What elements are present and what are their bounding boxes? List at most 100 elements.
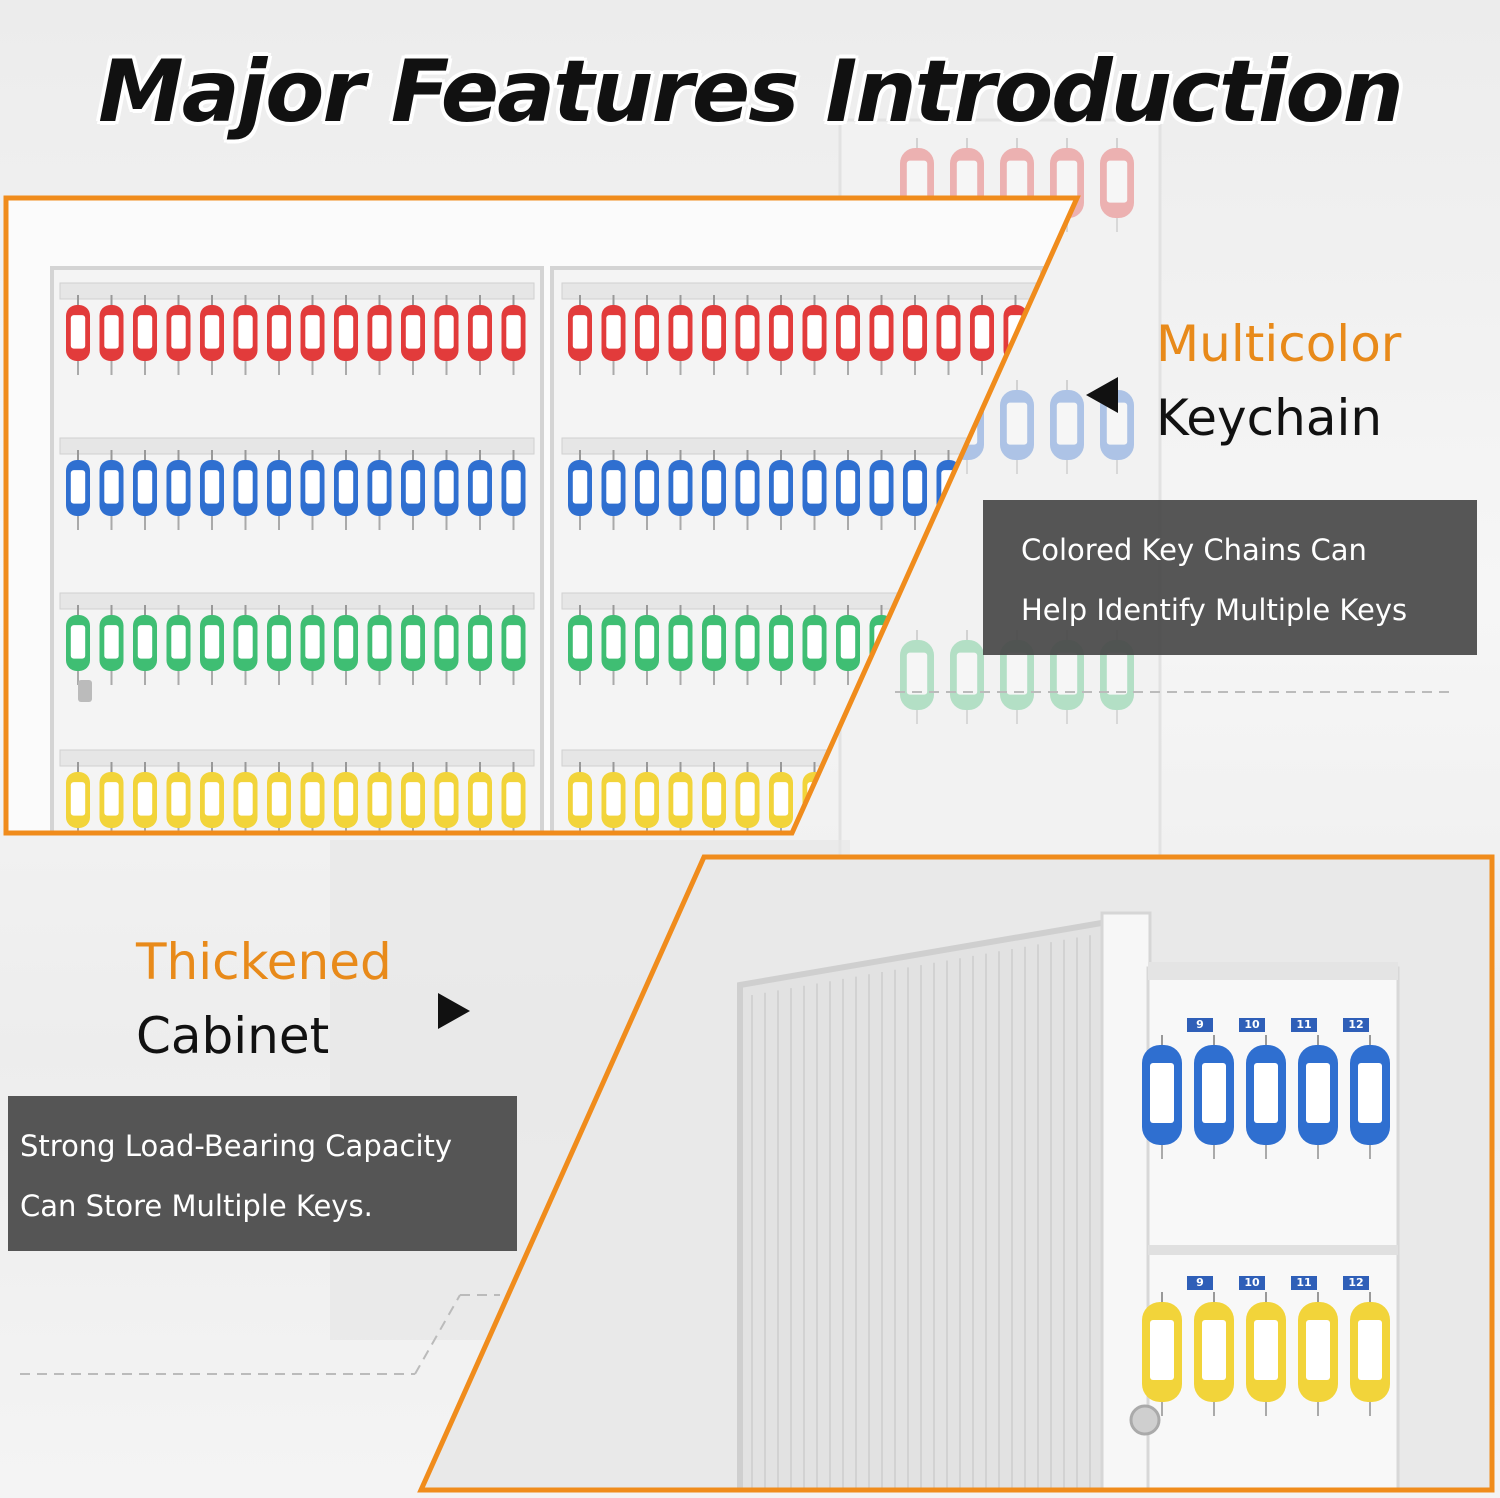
red-keychain-tag: [334, 295, 358, 375]
green-keychain-tag: [769, 605, 793, 685]
red-keychain-tag: [970, 295, 994, 375]
faded-keychain-tag: [1000, 380, 1034, 474]
hook-number-label: 10: [1239, 1018, 1265, 1032]
green-keychain-tag: [936, 605, 961, 685]
yellow-keychain-tag: [568, 762, 592, 833]
blue-keychain-tag: [166, 450, 191, 530]
blue-keychain-tag: [66, 450, 90, 530]
feature-heading-multicolor: Multicolor Keychain: [1156, 307, 1401, 455]
red-keychain-tag: [635, 295, 659, 375]
arrow-left-icon: [1086, 377, 1118, 413]
green-keychain-tag: [601, 605, 626, 685]
red-keychain-tag: [769, 295, 793, 375]
green-keychain-tag: [401, 605, 425, 685]
green-keychain-tag: [267, 605, 291, 685]
blue-keychain-tag: [367, 450, 392, 530]
yellow-keychain-tag: [836, 762, 860, 833]
yellow-keychain-tag: [1003, 762, 1028, 833]
red-keychain-tag: [434, 295, 459, 375]
green-keychain-tag: [200, 605, 224, 685]
yellow-keychain-tag: [200, 762, 224, 833]
red-keychain-tag: [267, 295, 291, 375]
red-keychain-tag: [300, 295, 325, 375]
feature-heading-plain: Keychain: [1156, 389, 1383, 447]
yellow-keychain-tag: [668, 762, 693, 833]
red-keychain-tag: [367, 295, 392, 375]
red-keychain-tag: [200, 295, 224, 375]
blue-keychain-tag: [267, 450, 291, 530]
hook-number-label: 9: [1187, 1018, 1213, 1032]
red-keychain-tag: [568, 295, 592, 375]
yellow-keychain-tag: [936, 762, 961, 833]
green-keychain-tag: [702, 605, 726, 685]
blue-keychain-tag: [99, 450, 124, 530]
red-keychain-tag: [401, 295, 425, 375]
feature-heading-accent: Thickened: [136, 933, 392, 991]
hook-number-label: 10: [1239, 1276, 1265, 1290]
faded-keychain-tag: [1100, 138, 1134, 232]
red-keychain-tag: [668, 295, 693, 375]
yellow-keychain-tag: [133, 762, 157, 833]
description-line: Help Identify Multiple Keys: [1021, 593, 1408, 627]
blue-keychain-tag: [233, 450, 258, 530]
blue-keychain-tag: [869, 450, 894, 530]
red-keychain-tag: [936, 295, 961, 375]
blue-keychain-tag: [200, 450, 224, 530]
blue-keychain-tag: [702, 450, 726, 530]
faded-keychain-tag: [950, 630, 984, 724]
yellow-keychain-tag: [401, 762, 425, 833]
red-keychain-tag: [233, 295, 258, 375]
description-line: Strong Load-Bearing Capacity: [20, 1129, 453, 1163]
green-keychain-tag: [334, 605, 358, 685]
faded-keychain-tag: [1000, 630, 1034, 724]
yellow-keychain-tag: [970, 762, 994, 833]
yellow-keychain-tag: [635, 762, 659, 833]
red-keychain-tag: [735, 295, 760, 375]
yellow-keychain-tag: [903, 762, 927, 833]
blue-keychain-tag: [836, 450, 860, 530]
blue-keychain-tag: [501, 450, 526, 530]
yellow-keychain-tag: [1246, 1292, 1286, 1416]
green-keychain-tag: [300, 605, 325, 685]
red-keychain-tag: [501, 295, 526, 375]
yellow-keychain-tag: [468, 762, 492, 833]
faded-keychain-tag: [900, 630, 934, 724]
yellow-keychain-tag: [300, 762, 325, 833]
yellow-keychain-tag: [702, 762, 726, 833]
blue-keychain-tag: [601, 450, 626, 530]
green-keychain-tag: [434, 605, 459, 685]
hook-number-label: 9: [1187, 1276, 1213, 1290]
blue-keychain-tag: [735, 450, 760, 530]
hook-number-label: 12: [1343, 1276, 1369, 1290]
yellow-keychain-tag: [166, 762, 191, 833]
red-keychain-tag: [166, 295, 191, 375]
hook-number-label: 11: [1291, 1018, 1317, 1032]
yellow-keychain-tag: [735, 762, 760, 833]
yellow-keychain-tag: [267, 762, 291, 833]
blue-keychain-tag: [1350, 1035, 1390, 1159]
green-keychain-tag: [668, 605, 693, 685]
yellow-keychain-tag: [769, 762, 793, 833]
arrow-right-icon: [438, 993, 470, 1029]
yellow-keychain-tag: [334, 762, 358, 833]
blue-keychain-tag: [1142, 1035, 1182, 1159]
yellow-keychain-tag: [367, 762, 392, 833]
description-line: Can Store Multiple Keys.: [20, 1189, 373, 1223]
blue-keychain-tag: [802, 450, 827, 530]
blue-keychain-tag: [334, 450, 358, 530]
blue-keychain-tag: [133, 450, 157, 530]
red-keychain-tag: [99, 295, 124, 375]
blue-keychain-tag: [401, 450, 425, 530]
yellow-keychain-tag: [434, 762, 459, 833]
blue-keychain-tag: [300, 450, 325, 530]
feature-heading-accent: Multicolor: [1156, 315, 1402, 373]
yellow-keychain-tag: [1142, 1292, 1182, 1416]
green-keychain-tag: [501, 605, 526, 685]
feature-heading-thickened: Thickened Cabinet: [136, 925, 392, 1073]
yellow-keychain-tag: [501, 762, 526, 833]
feature-description-box: Strong Load-Bearing Capacity Can Store M…: [8, 1096, 517, 1251]
yellow-keychain-tag: [99, 762, 124, 833]
yellow-keychain-tag: [1298, 1292, 1338, 1416]
yellow-keychain-tag: [66, 762, 90, 833]
